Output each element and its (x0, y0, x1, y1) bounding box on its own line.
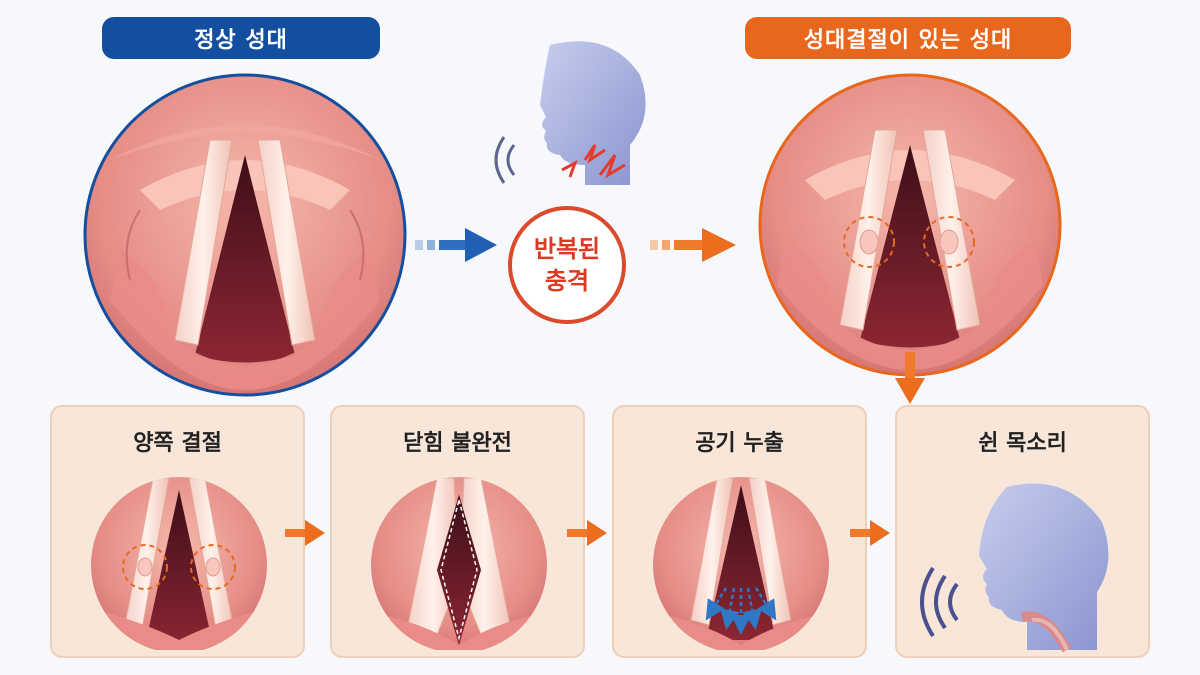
nodules-cords-header: 성대결절이 있는 성대 (745, 17, 1071, 59)
step-title: 양쪽 결절 (133, 431, 222, 456)
repeated-impact-badge: 반복된 충격 (508, 206, 626, 324)
nodules-vocal-cords-illustration (758, 73, 1062, 377)
arrow-right-icon (567, 520, 607, 546)
arrow-right-icon (650, 228, 736, 262)
step-panel-air-leak: 공기 누출 (612, 405, 867, 658)
arrow-right-icon (850, 520, 890, 546)
step-panel-incomplete-closure: 닫힘 불완전 (330, 405, 585, 658)
step-panel-hoarse-voice: 쉰 목소리 (895, 405, 1150, 658)
impact-line-1: 반복된 (533, 235, 601, 263)
incomplete-closure-illustration (371, 477, 547, 650)
arrow-right-icon (415, 228, 497, 262)
step-title: 공기 누출 (695, 431, 784, 456)
normal-vocal-cords-illustration (83, 73, 407, 397)
step-panel-bilateral-nodules: 양쪽 결절 (50, 405, 305, 658)
bilateral-nodules-illustration (91, 477, 267, 650)
head-silhouette-icon (494, 41, 646, 185)
arrow-down-icon (895, 352, 925, 404)
speaking-head-icon (920, 483, 1109, 652)
arrow-right-icon (285, 520, 325, 546)
air-flow-arrows (705, 587, 777, 635)
impact-line-2: 충격 (544, 267, 590, 295)
normal-cords-header: 정상 성대 (102, 17, 380, 59)
air-leak-illustration (653, 477, 829, 650)
step-title: 쉰 목소리 (978, 431, 1067, 456)
step-title: 닫힘 불완전 (403, 431, 512, 456)
